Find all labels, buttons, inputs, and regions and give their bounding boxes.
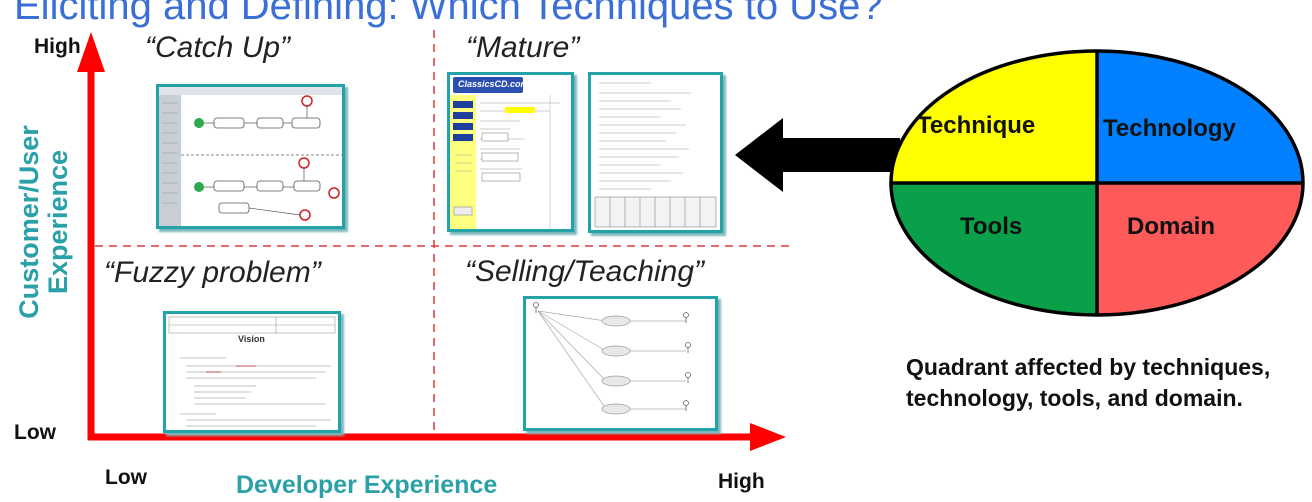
fuzzy-problem-screenshot: Vision bbox=[163, 311, 341, 433]
arrow-icon bbox=[735, 118, 900, 192]
document-list-thumbnail bbox=[594, 82, 717, 228]
quadrant-label-catch-up: “Catch Up” bbox=[145, 31, 291, 64]
classicscd-logo: ClassicsCD.com bbox=[458, 79, 529, 89]
technique-label: Technique bbox=[917, 112, 1036, 139]
y-axis-high-label: High bbox=[34, 35, 81, 58]
use-case-diagram-thumbnail bbox=[533, 302, 691, 415]
y-axis-arrowhead bbox=[77, 32, 105, 72]
quadrant-pie-chart bbox=[889, 49, 1305, 317]
mature-screenshot-list bbox=[588, 72, 723, 233]
x-axis-high-label: High bbox=[718, 470, 765, 493]
x-axis-low-label: Low bbox=[105, 466, 147, 489]
mature-screenshot-form: ClassicsCD.com bbox=[447, 72, 574, 232]
vision-doc-title: Vision bbox=[238, 334, 265, 344]
page-title: Eliciting and Defining: Which Techniques… bbox=[14, 0, 883, 28]
vision-document-thumbnail bbox=[168, 316, 336, 427]
domain-label: Domain bbox=[1127, 213, 1216, 240]
workflow-diagram-thumbnail bbox=[159, 87, 342, 226]
technology-label: Technology bbox=[1103, 115, 1236, 142]
caption-text: Quadrant affected by techniques, technol… bbox=[906, 354, 1271, 411]
y-axis-title-line1: Customer/User bbox=[14, 125, 44, 319]
x-axis-arrowhead bbox=[750, 423, 786, 451]
y-axis-title-line2: Experience bbox=[43, 149, 73, 295]
tools-label: Tools bbox=[960, 213, 1023, 240]
web-form-thumbnail bbox=[450, 75, 571, 229]
selling-teaching-screenshot bbox=[523, 296, 718, 431]
x-axis-title: Developer Experience bbox=[236, 471, 498, 499]
quadrant-label-mature: “Mature” bbox=[466, 31, 580, 64]
tools-segment bbox=[891, 183, 1097, 315]
quadrant-label-fuzzy-problem: “Fuzzy problem” bbox=[104, 256, 321, 289]
catch-up-screenshot bbox=[156, 84, 345, 229]
quadrant-label-selling-teaching: “Selling/Teaching” bbox=[465, 255, 705, 288]
y-axis-low-label: Low bbox=[14, 421, 56, 444]
domain-segment bbox=[1097, 183, 1303, 315]
